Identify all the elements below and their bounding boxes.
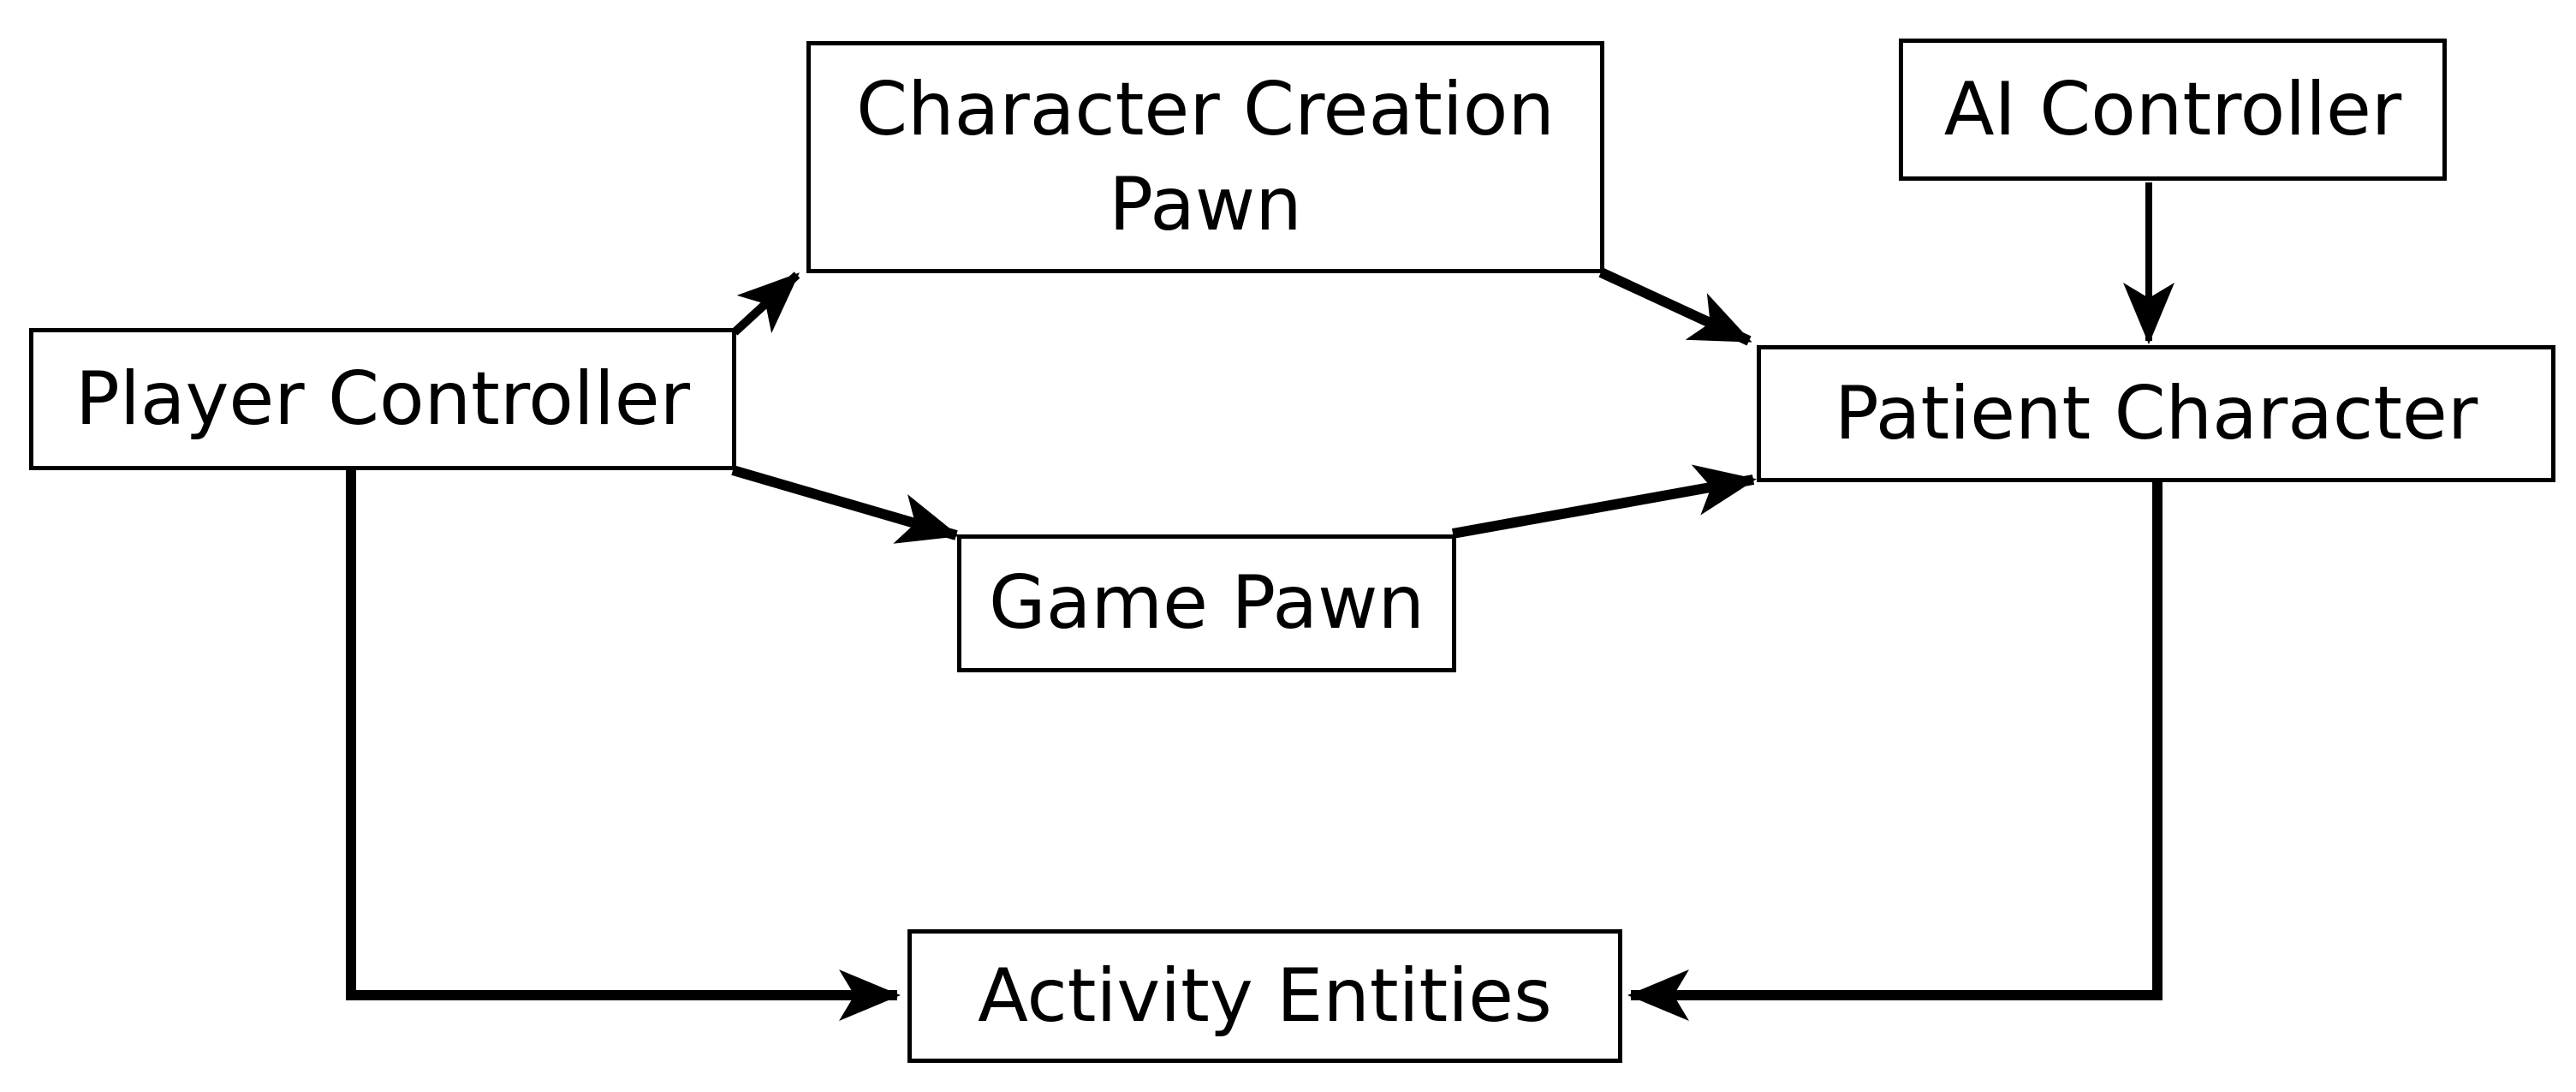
edge-player-controller-to-activity-entities (346, 470, 901, 1021)
edge-player-controller-to-game-pawn (731, 465, 960, 544)
edge-character-creation-pawn-to-patient-character (1598, 267, 1752, 346)
node-game-pawn: Game Pawn (957, 534, 1456, 672)
node-activity-entities: Activity Entities (907, 929, 1622, 1063)
node-player-controller: Player Controller (29, 328, 736, 470)
node-patient-character: Patient Character (1757, 345, 2555, 482)
node-ai-controller: AI Controller (1899, 39, 2447, 181)
edge-game-pawn-to-patient-character (1451, 464, 1757, 539)
edge-player-controller-to-character-creation-pawn (731, 272, 800, 336)
node-character-creation-pawn: Character Creation Pawn (806, 41, 1604, 273)
edge-patient-character-to-activity-entities (1627, 482, 2163, 1021)
